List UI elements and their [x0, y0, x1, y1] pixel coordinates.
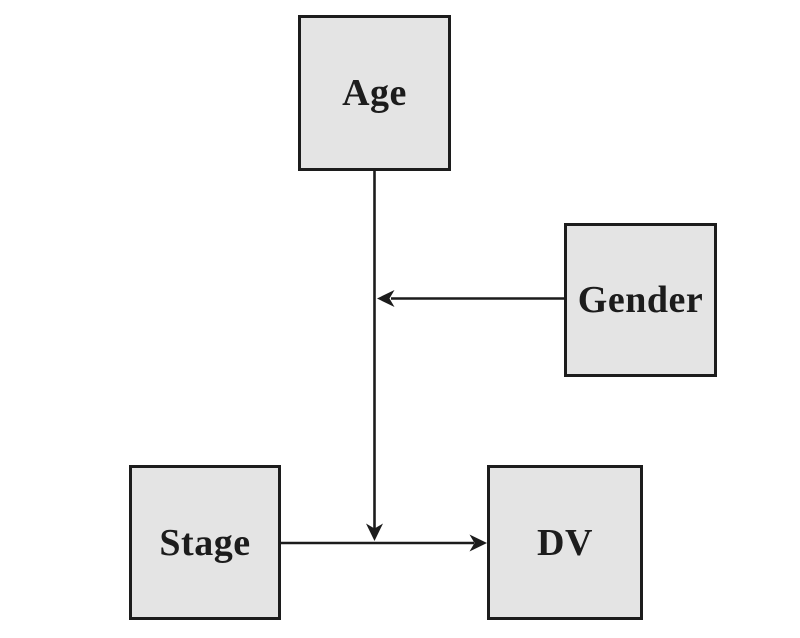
node-stage-label: Stage — [159, 521, 251, 564]
node-dv: DV — [487, 465, 643, 620]
node-dv-label: DV — [537, 521, 593, 564]
arrowhead-right-icon — [469, 534, 487, 552]
arrowhead-down-icon — [366, 523, 383, 541]
node-age-label: Age — [342, 72, 407, 114]
arrowhead-left-icon — [377, 290, 395, 307]
node-gender: Gender — [564, 223, 717, 377]
node-stage: Stage — [129, 465, 281, 620]
node-age: Age — [298, 15, 451, 171]
node-gender-label: Gender — [577, 279, 704, 321]
